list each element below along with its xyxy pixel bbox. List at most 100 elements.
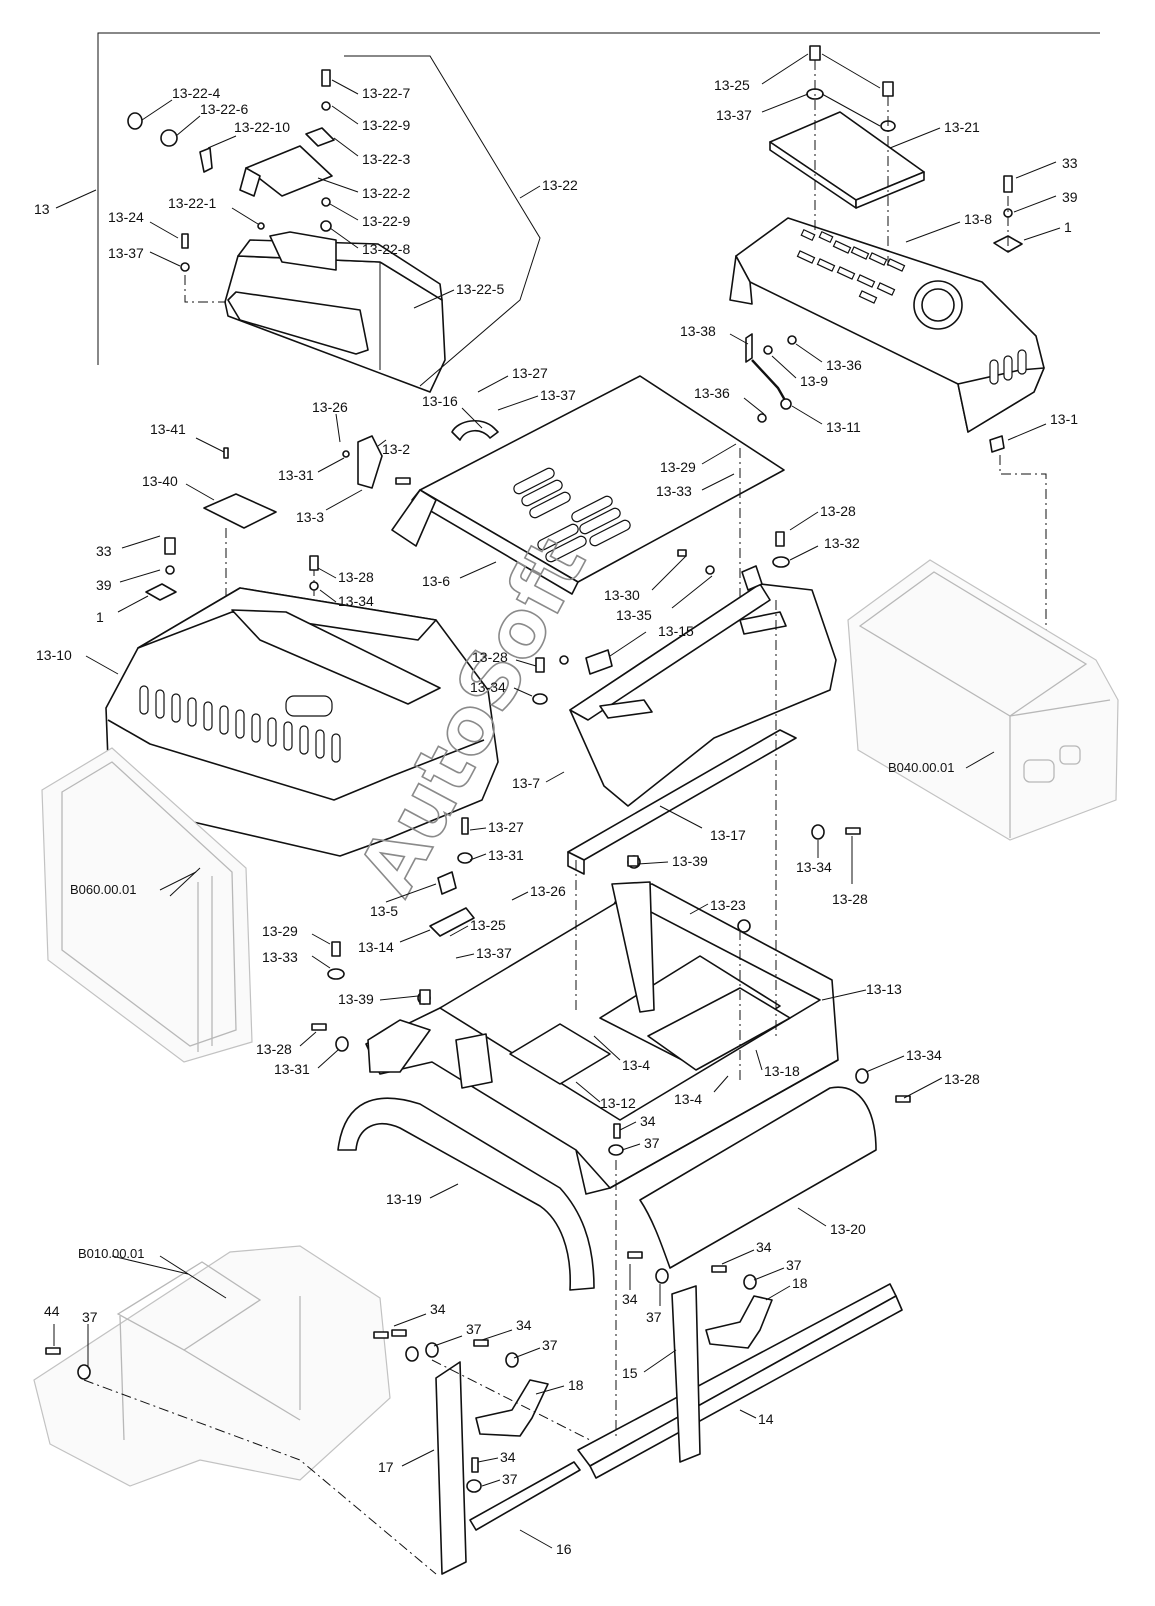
label-13-32: 13-32 (824, 535, 860, 551)
label-13-34: 13-34 (906, 1047, 942, 1063)
label-13-14: 13-14 (358, 939, 394, 955)
ref-B060-frame (41, 747, 253, 1063)
label-13-8: 13-8 (964, 211, 992, 227)
label-13-9: 13-9 (800, 373, 828, 389)
label-44: 44 (44, 1303, 60, 1319)
label-13-34: 13-34 (470, 679, 506, 695)
part-14-beam (577, 1283, 903, 1479)
label-39: 39 (96, 577, 112, 593)
part-13-22-hardware (127, 69, 332, 272)
label-13-40: 13-40 (142, 473, 178, 489)
label-13-17: 13-17 (710, 827, 746, 843)
label-13-22-9: 13-22-9 (362, 117, 410, 133)
label-13-28: 13-28 (944, 1071, 980, 1087)
label-13-36: 13-36 (826, 357, 862, 373)
ref-label-B060: B060.00.01 (70, 882, 137, 897)
label-13-31: 13-31 (274, 1061, 310, 1077)
label-13-22-7: 13-22-7 (362, 85, 410, 101)
label-13-29: 13-29 (660, 459, 696, 475)
part-13-17-fasteners (811, 824, 861, 840)
label-1: 1 (1064, 219, 1072, 235)
label-13-34: 13-34 (338, 593, 374, 609)
label-13-39: 13-39 (672, 853, 708, 869)
label-39: 39 (1062, 189, 1078, 205)
label-13-7: 13-7 (512, 775, 540, 791)
label-13-18: 13-18 (764, 1063, 800, 1079)
ref-label-B010: B010.00.01 (78, 1246, 145, 1261)
label-13-41: 13-41 (150, 421, 186, 437)
bottom-dash-lines (83, 600, 777, 1575)
label-37: 37 (644, 1135, 660, 1151)
label-37: 37 (786, 1257, 802, 1273)
part-13-7-hood (532, 531, 837, 807)
label-13-6: 13-6 (422, 573, 450, 589)
label-13-31: 13-31 (278, 467, 314, 483)
label-13-2: 13-2 (382, 441, 410, 457)
label-13-22-8: 13-22-8 (362, 241, 410, 257)
label-13-39: 13-39 (338, 991, 374, 1007)
label-13-5: 13-5 (370, 903, 398, 919)
label-37: 37 (646, 1309, 662, 1325)
label-13-4: 13-4 (674, 1091, 702, 1107)
label-13-13: 13-13 (866, 981, 902, 997)
label-37: 37 (466, 1321, 482, 1337)
label-13-28: 13-28 (472, 649, 508, 665)
label-13-33: 13-33 (262, 949, 298, 965)
label-13-12: 13-12 (600, 1095, 636, 1111)
label-13-31: 13-31 (488, 847, 524, 863)
label-13-22-1: 13-22-1 (168, 195, 216, 211)
label-13-11: 13-11 (826, 419, 861, 435)
label-1: 1 (96, 609, 104, 625)
label-13-3: 13-3 (296, 509, 324, 525)
right-upper-dash-lines (814, 60, 1047, 640)
hood-slots (139, 685, 341, 763)
label-37: 37 (542, 1337, 558, 1353)
label-15: 15 (622, 1365, 638, 1381)
label-13-38: 13-38 (680, 323, 716, 339)
part-13-6-plate (391, 375, 785, 595)
label-13-28: 13-28 (832, 891, 868, 907)
part-13-9-link (745, 333, 797, 423)
label-13-28: 13-28 (338, 569, 374, 585)
label-13-21: 13-21 (944, 119, 980, 135)
label-13-22-3: 13-22-3 (362, 151, 410, 167)
label-13-28: 13-28 (256, 1041, 292, 1057)
label-13-37: 13-37 (540, 387, 576, 403)
label-37: 37 (82, 1309, 98, 1325)
label-13-25: 13-25 (714, 77, 750, 93)
ref-B010-chassis (33, 1245, 391, 1487)
label-18: 18 (792, 1275, 808, 1291)
part-13-22-3-hinge (305, 127, 335, 147)
label-13-22-5: 13-22-5 (456, 281, 504, 297)
part-13-17-rail (567, 729, 797, 875)
label-13: 13 (34, 201, 50, 217)
label-13-19: 13-19 (386, 1191, 422, 1207)
label-33: 33 (96, 543, 112, 559)
bottom-fasteners (45, 855, 911, 1493)
label-13-22: 13-22 (542, 177, 578, 193)
part-16-bar (469, 1461, 581, 1531)
part-13-20-fender (639, 1086, 877, 1269)
part-15-post (671, 1285, 701, 1463)
label-34: 34 (622, 1291, 638, 1307)
label-13-22-4: 13-22-4 (172, 85, 220, 101)
label-13-20: 13-20 (830, 1221, 866, 1237)
label-34: 34 (500, 1449, 516, 1465)
ref-B040-frame (847, 559, 1119, 841)
label-13-15: 13-15 (658, 623, 694, 639)
part-13-19-fender (337, 1097, 595, 1291)
label-34: 34 (756, 1239, 772, 1255)
label-34: 34 (430, 1301, 446, 1317)
part-13-3-latch (342, 435, 411, 489)
label-13-27: 13-27 (488, 819, 524, 835)
part-13-10-hood (105, 537, 499, 857)
label-13-28: 13-28 (820, 503, 856, 519)
label-13-37: 13-37 (476, 945, 512, 961)
assembly-13-22-outline (184, 55, 541, 387)
assembly-13-outline (97, 32, 1100, 365)
part-13-21-plate (769, 111, 925, 209)
label-13-33: 13-33 (656, 483, 692, 499)
label-13-26: 13-26 (312, 399, 348, 415)
part-13-14-bracket (429, 817, 475, 937)
